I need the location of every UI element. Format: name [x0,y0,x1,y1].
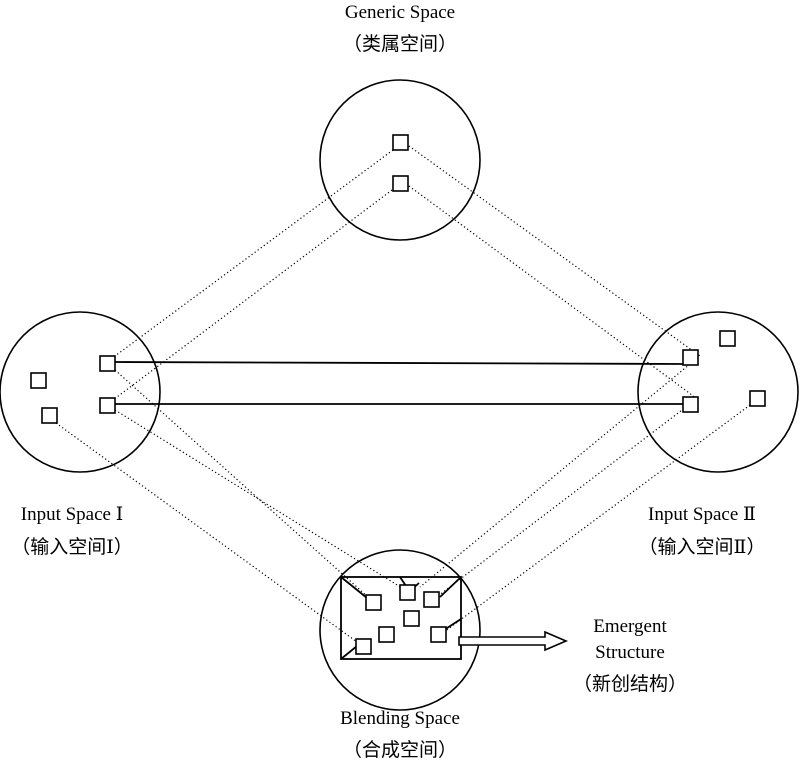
input-2-element [749,390,766,407]
input-1-element [30,372,47,389]
input-2-element [719,330,736,347]
generic-space-circle [319,79,481,241]
cross-space-mapping-line [114,361,684,365]
input-1-element [99,397,116,414]
generic-space-subtitle: （类属空间） [343,33,457,55]
blend-element [423,591,440,608]
blend-element [430,626,447,643]
projection-line [443,404,751,633]
blend-element [399,584,416,601]
frame-corner-line [439,576,462,598]
blending-space-circle [319,549,481,711]
input-2-element [682,349,699,366]
input-space-2-subtitle: （输入空间Ⅱ） [639,536,766,558]
blend-element [378,626,395,643]
generic-element [392,134,409,151]
frame-corner-line [340,645,358,660]
input-space-2-circle [637,311,799,473]
input-space-2-title: Input Space Ⅱ [648,504,756,525]
emergent-structure-label-line3: （新创结构） [573,673,687,695]
emergent-structure-label-line1: Emergent [593,616,667,637]
projection-line [112,189,393,401]
blend-element [365,594,382,611]
blend-element [403,610,420,627]
input-space-1-title: Input Space Ⅰ [21,504,123,525]
input-space-1-subtitle: （输入空间Ⅰ） [11,536,133,558]
input-2-element [682,396,699,413]
generic-element [392,175,409,192]
projection-line [437,403,691,597]
blend-element [355,638,372,655]
projection-lines [55,145,751,643]
input-1-element [99,355,116,372]
frame-corner-line [443,618,462,631]
blending-space-subtitle: （合成空间） [343,739,457,761]
emergent-structure-label-line2: Structure [595,642,665,663]
projection-line [419,363,691,588]
input-space-1-circle [0,311,161,473]
input-1-element [41,407,58,424]
projection-line [408,145,701,357]
projection-line [408,185,697,399]
projection-line [114,409,403,589]
blending-space-title: Blending Space [340,708,460,729]
frame-corner-line [340,576,368,599]
emergent-structure-arrow [458,630,569,652]
generic-space-title: Generic Space [345,2,455,23]
projection-line [114,149,394,357]
